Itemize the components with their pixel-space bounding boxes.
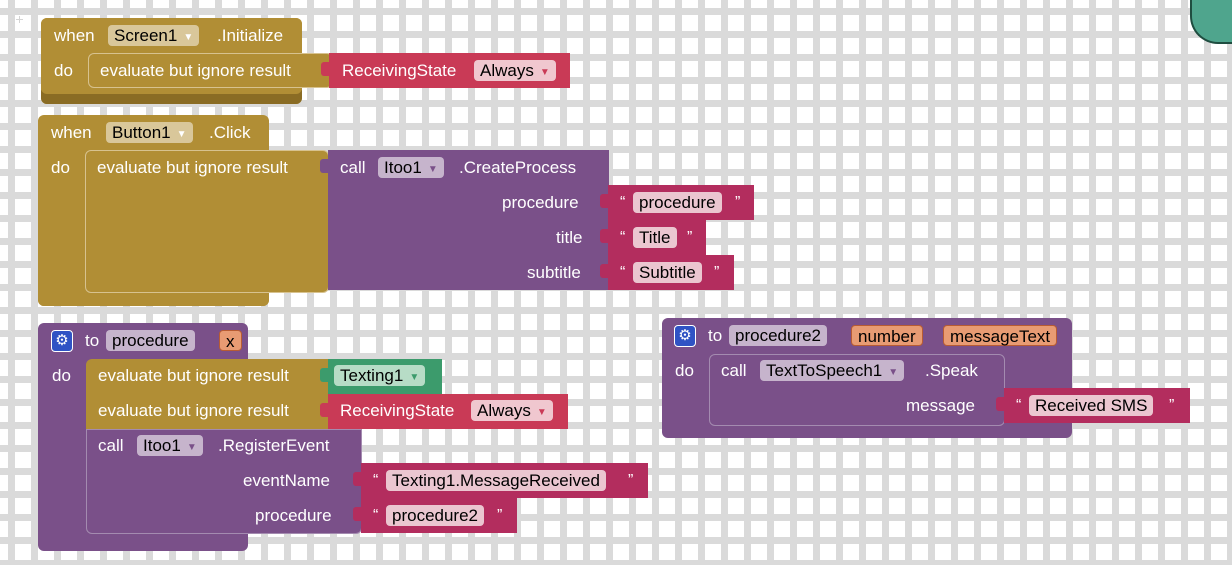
procedure-name: procedure [112, 331, 189, 350]
string-value[interactable]: Subtitle [633, 262, 702, 283]
param-procedure-label: procedure [502, 193, 579, 212]
string-text: procedure2 [392, 506, 479, 525]
event-label: .Initialize [217, 26, 284, 45]
do-label: do [52, 366, 71, 385]
string-value[interactable]: procedure [633, 192, 722, 213]
arg-number[interactable]: number [851, 325, 923, 346]
procedure-name: procedure2 [735, 326, 822, 345]
component-name: Screen1 [114, 26, 178, 45]
string-text: Title [639, 228, 671, 247]
string-value[interactable]: Received SMS [1029, 395, 1154, 416]
call-label: call [721, 361, 747, 380]
component-dropdown[interactable]: Button1 ▼ [106, 122, 193, 143]
evaluate-label: evaluate but ignore result [100, 61, 291, 80]
itoo-name: Itoo1 [384, 158, 422, 177]
receiving-state-label: ReceivingState [340, 401, 455, 420]
string-text: Texting1.MessageReceived [392, 471, 600, 490]
texting-name: Texting1 [340, 366, 404, 385]
method-label: .Speak [925, 361, 978, 380]
quote-open: “ [373, 507, 379, 524]
arg-x[interactable]: x [219, 330, 242, 351]
state-dropdown[interactable]: Always ▼ [474, 60, 556, 81]
string-value[interactable]: procedure2 [386, 505, 485, 526]
state-value: Always [480, 61, 534, 80]
arg-name: messageText [950, 327, 1051, 346]
tts-name: TextToSpeech1 [766, 361, 883, 380]
evaluate-label: evaluate but ignore result [98, 366, 289, 385]
procedure-name-field[interactable]: procedure2 [729, 325, 828, 346]
quote-close: ” [628, 472, 634, 489]
dropdown-arrow-icon: ▼ [539, 67, 550, 78]
evaluate-label: evaluate but ignore result [98, 401, 289, 420]
string-value[interactable]: Texting1.MessageReceived [386, 470, 606, 491]
when-label: when [51, 123, 92, 142]
quote-close: ” [714, 264, 720, 281]
string-text: procedure [639, 193, 716, 212]
arg-name: number [858, 327, 916, 346]
itoo-dropdown[interactable]: Itoo1 ▼ [137, 435, 203, 456]
string-text: Subtitle [639, 263, 696, 282]
quote-open: “ [373, 472, 379, 489]
param-title-label: title [556, 228, 583, 247]
param-message-label: message [906, 396, 975, 415]
when-label: when [54, 26, 95, 45]
do-label: do [54, 61, 73, 80]
dropdown-arrow-icon: ▼ [186, 442, 197, 453]
quote-open: “ [620, 229, 626, 246]
dropdown-arrow-icon: ▼ [183, 32, 194, 43]
quote-close: ” [687, 229, 693, 246]
do-label: do [51, 158, 70, 177]
string-text: Received SMS [1035, 396, 1148, 415]
gear-icon[interactable]: ⚙ [51, 330, 73, 352]
quote-open: “ [620, 264, 626, 281]
component-name: Button1 [112, 123, 171, 142]
param-procedure-label: procedure [255, 506, 332, 525]
tts-dropdown[interactable]: TextToSpeech1 ▼ [760, 360, 905, 381]
dropdown-arrow-icon: ▼ [888, 367, 899, 378]
quote-close: ” [735, 194, 741, 211]
state-value: Always [477, 401, 531, 420]
state-dropdown[interactable]: Always ▼ [471, 400, 553, 421]
call-label: call [98, 436, 124, 455]
method-label: .CreateProcess [459, 158, 577, 177]
gear-icon[interactable]: ⚙ [674, 325, 696, 347]
method-label: .RegisterEvent [218, 436, 330, 455]
receiving-state-label: ReceivingState [342, 61, 457, 80]
quote-close: ” [1169, 397, 1175, 414]
itoo-dropdown[interactable]: Itoo1 ▼ [378, 157, 444, 178]
param-subtitle-label: subtitle [527, 263, 581, 282]
quote-open: “ [620, 194, 626, 211]
string-value[interactable]: Title [633, 227, 677, 248]
to-label: to [85, 331, 100, 350]
procedure-name-field[interactable]: procedure [106, 330, 195, 351]
evaluate-label: evaluate but ignore result [97, 158, 288, 177]
dropdown-arrow-icon: ▼ [536, 407, 547, 418]
event-label: .Click [209, 123, 251, 142]
to-label: to [708, 326, 723, 345]
param-eventname-label: eventName [243, 471, 330, 490]
do-label: do [675, 361, 694, 380]
dropdown-arrow-icon: ▼ [176, 129, 187, 140]
arg-name: x [226, 332, 235, 351]
itoo-name: Itoo1 [143, 436, 181, 455]
quote-open: “ [1016, 397, 1022, 414]
call-label: call [340, 158, 366, 177]
dropdown-arrow-icon: ▼ [409, 372, 420, 383]
quote-close: ” [497, 507, 503, 524]
component-dropdown[interactable]: Screen1 ▼ [108, 25, 200, 46]
texting-dropdown[interactable]: Texting1 ▼ [334, 365, 426, 386]
dropdown-arrow-icon: ▼ [427, 164, 438, 175]
arg-messagetext[interactable]: messageText [943, 325, 1058, 346]
